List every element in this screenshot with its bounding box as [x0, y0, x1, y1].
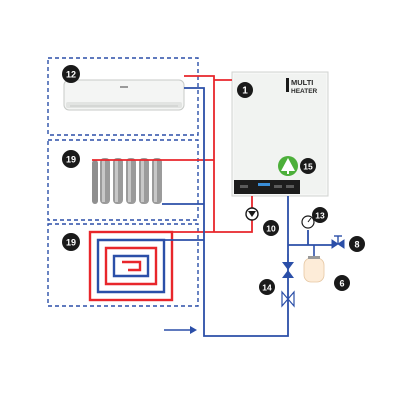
badge-radiator: 19: [62, 150, 80, 168]
badge-boiler-logo-label: 15: [303, 162, 313, 172]
badge-check-valve: 10: [263, 220, 279, 236]
zone-frames: [47, 57, 199, 307]
badge-floor-heating: 19: [62, 233, 80, 251]
badge-expansion-tank-label: 6: [339, 279, 344, 289]
supply-pipes: [92, 75, 253, 233]
badge-air-conditioner: 12: [62, 65, 80, 83]
status-bar: [258, 183, 270, 186]
badge-pressure-gauge: 13: [312, 207, 328, 223]
badge-check-valve-label: 10: [266, 224, 276, 234]
boiler-unit: MULTI HEATER: [231, 71, 329, 197]
drain-valve: [331, 235, 345, 249]
safety-valve: [281, 254, 295, 308]
zone-air-conditioner: [47, 57, 199, 136]
brand-line2: HEATER: [291, 88, 318, 95]
floor-heating-coil: [88, 230, 174, 302]
badge-boiler: 1: [237, 82, 253, 98]
control-panel: [234, 180, 300, 194]
badge-boiler-label: 1: [242, 86, 248, 97]
badge-pressure-gauge-label: 13: [315, 211, 325, 221]
brand-mark: [286, 78, 289, 92]
zone-floor-heating: [47, 223, 199, 307]
badge-drain-valve-label: 8: [354, 240, 359, 250]
expansion-tank: [303, 245, 325, 283]
pressure-gauge: [301, 215, 315, 229]
badge-boiler-logo: 15: [300, 158, 316, 174]
badge-radiator-label: 19: [66, 155, 76, 165]
badge-floor-heating-label: 19: [66, 238, 76, 248]
badge-drain-valve: 8: [349, 236, 365, 252]
badge-safety-valve-label: 14: [262, 283, 272, 293]
badge-safety-valve: 14: [259, 279, 275, 295]
air-conditioner-unit: [63, 79, 185, 111]
check-valve: [245, 207, 259, 221]
cold-water-inlet-arrow: [164, 326, 197, 334]
return-pipes: [162, 87, 332, 337]
boiler-logo: [278, 156, 298, 176]
brand-line1: MULTI: [291, 78, 313, 87]
radiator-unit: [92, 158, 162, 204]
badge-expansion-tank: 6: [334, 275, 350, 291]
zone-radiator: [47, 139, 199, 221]
badge-air-conditioner-label: 12: [66, 70, 76, 80]
